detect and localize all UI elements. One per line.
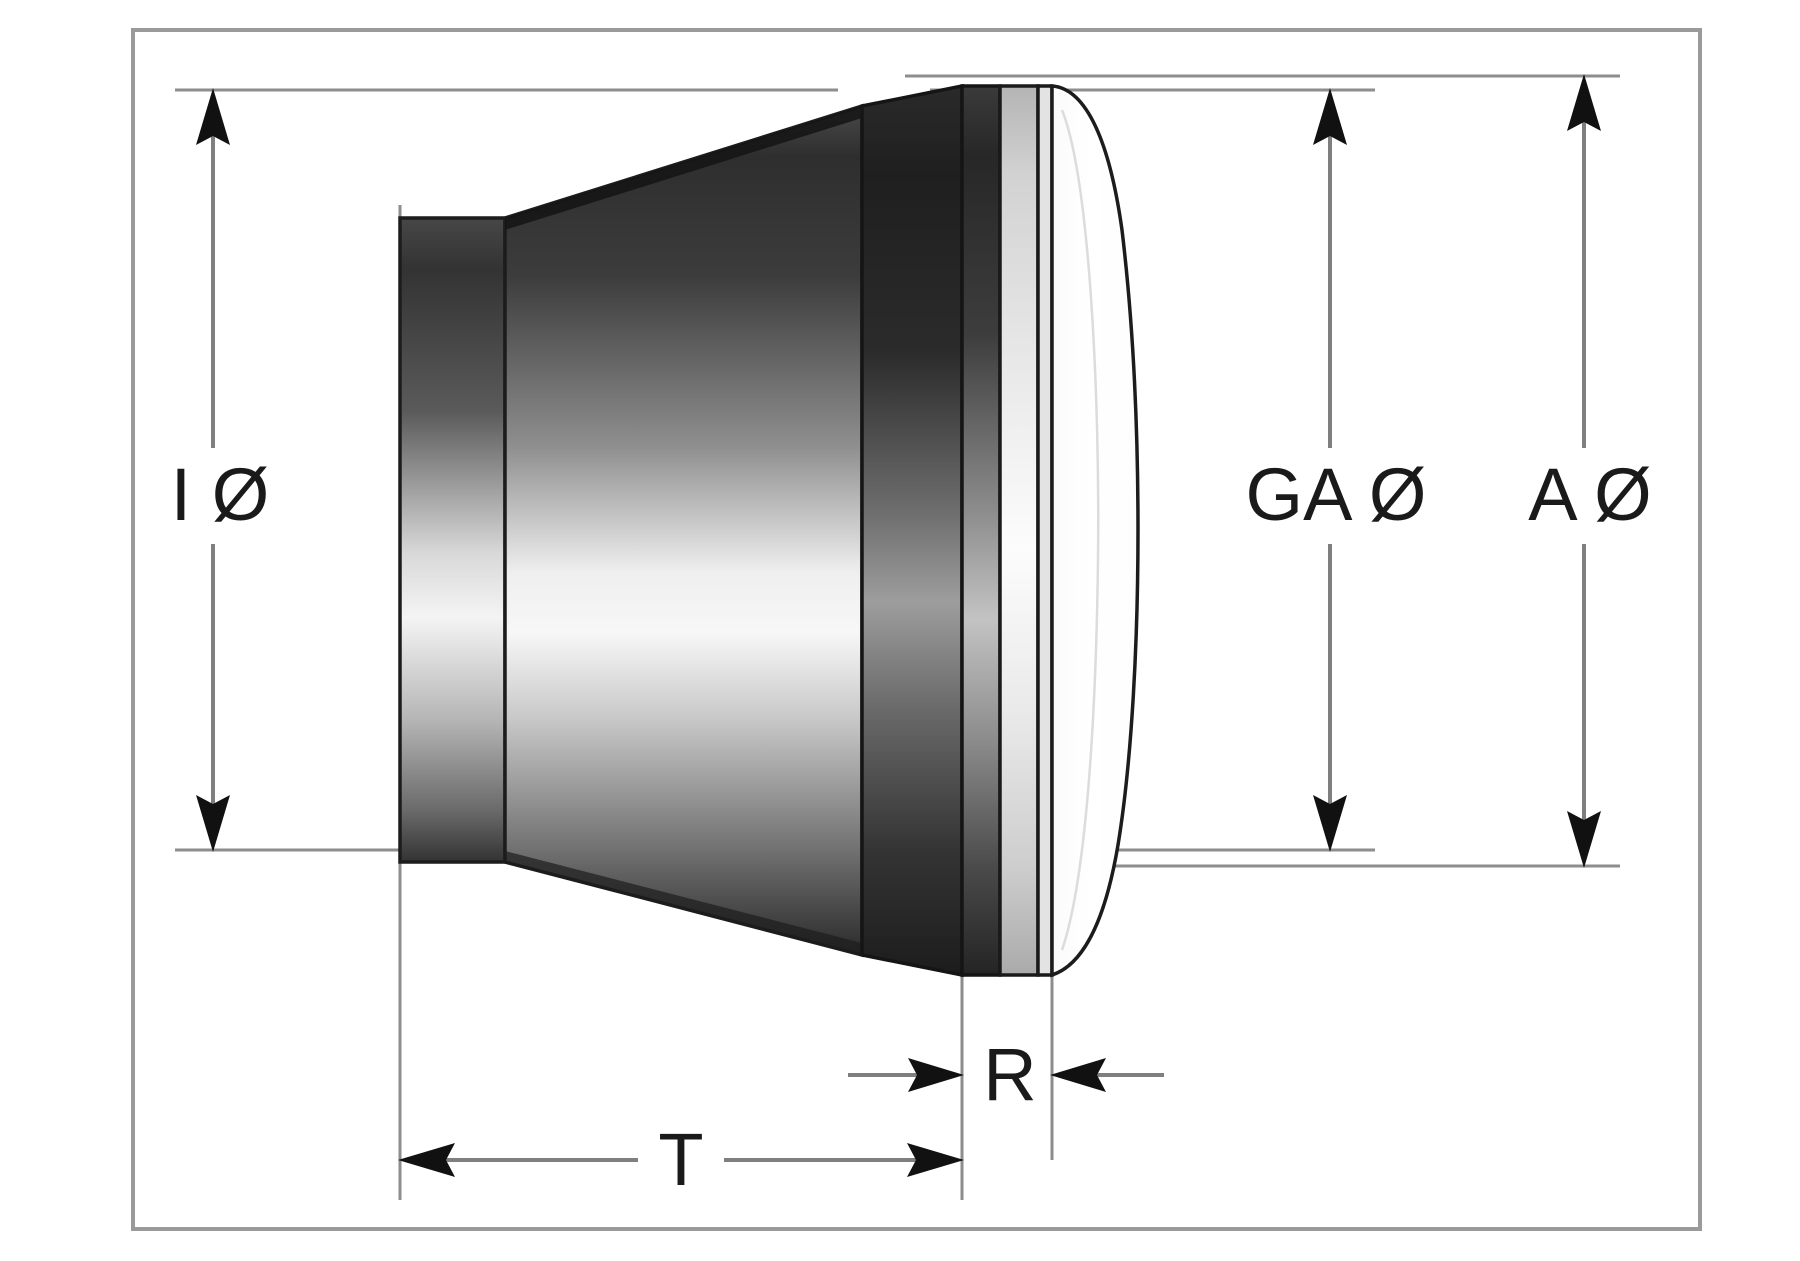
arrowhead-T-left — [398, 1143, 455, 1177]
arrowhead-A-top — [1567, 74, 1601, 131]
arrowhead-T-right — [907, 1143, 964, 1177]
cone-body — [503, 103, 864, 958]
dimension-label-R: R — [983, 1033, 1036, 1116]
arrowhead-I-bottom — [196, 795, 230, 852]
dimension-label-A: A Ø — [1528, 453, 1651, 536]
lens-highlight — [1060, 109, 1100, 951]
lens-dome — [1050, 84, 1140, 978]
arrowhead-R-left — [908, 1058, 964, 1092]
arrowhead-GA-bottom — [1313, 795, 1347, 852]
dimension-label-GA: GA Ø — [1246, 453, 1427, 536]
dimension-A: A Ø — [1500, 74, 1680, 868]
dimension-label-I-text: I Ø — [171, 453, 270, 536]
dimension-GA: GA Ø — [1228, 88, 1443, 852]
arrowhead-GA-top — [1313, 88, 1347, 145]
arrowhead-A-bottom — [1567, 811, 1601, 868]
rim-lip — [1036, 84, 1054, 977]
cone-bottom-bevel — [505, 851, 862, 955]
arrowhead-I-top — [196, 88, 230, 145]
dimension-R: R — [848, 1030, 1164, 1122]
rim-band-back — [860, 83, 964, 978]
rear-collar — [398, 216, 507, 864]
cone-top-bevel — [505, 106, 862, 230]
dimension-label-T: T — [658, 1118, 703, 1201]
arrowhead-R-right — [1050, 1058, 1106, 1092]
headlamp-assembly — [398, 83, 1140, 978]
dimension-T: T — [398, 1114, 964, 1206]
chrome-ring — [998, 84, 1040, 977]
dimension-I: I Ø — [160, 88, 280, 852]
rim-band-front — [960, 84, 1002, 977]
